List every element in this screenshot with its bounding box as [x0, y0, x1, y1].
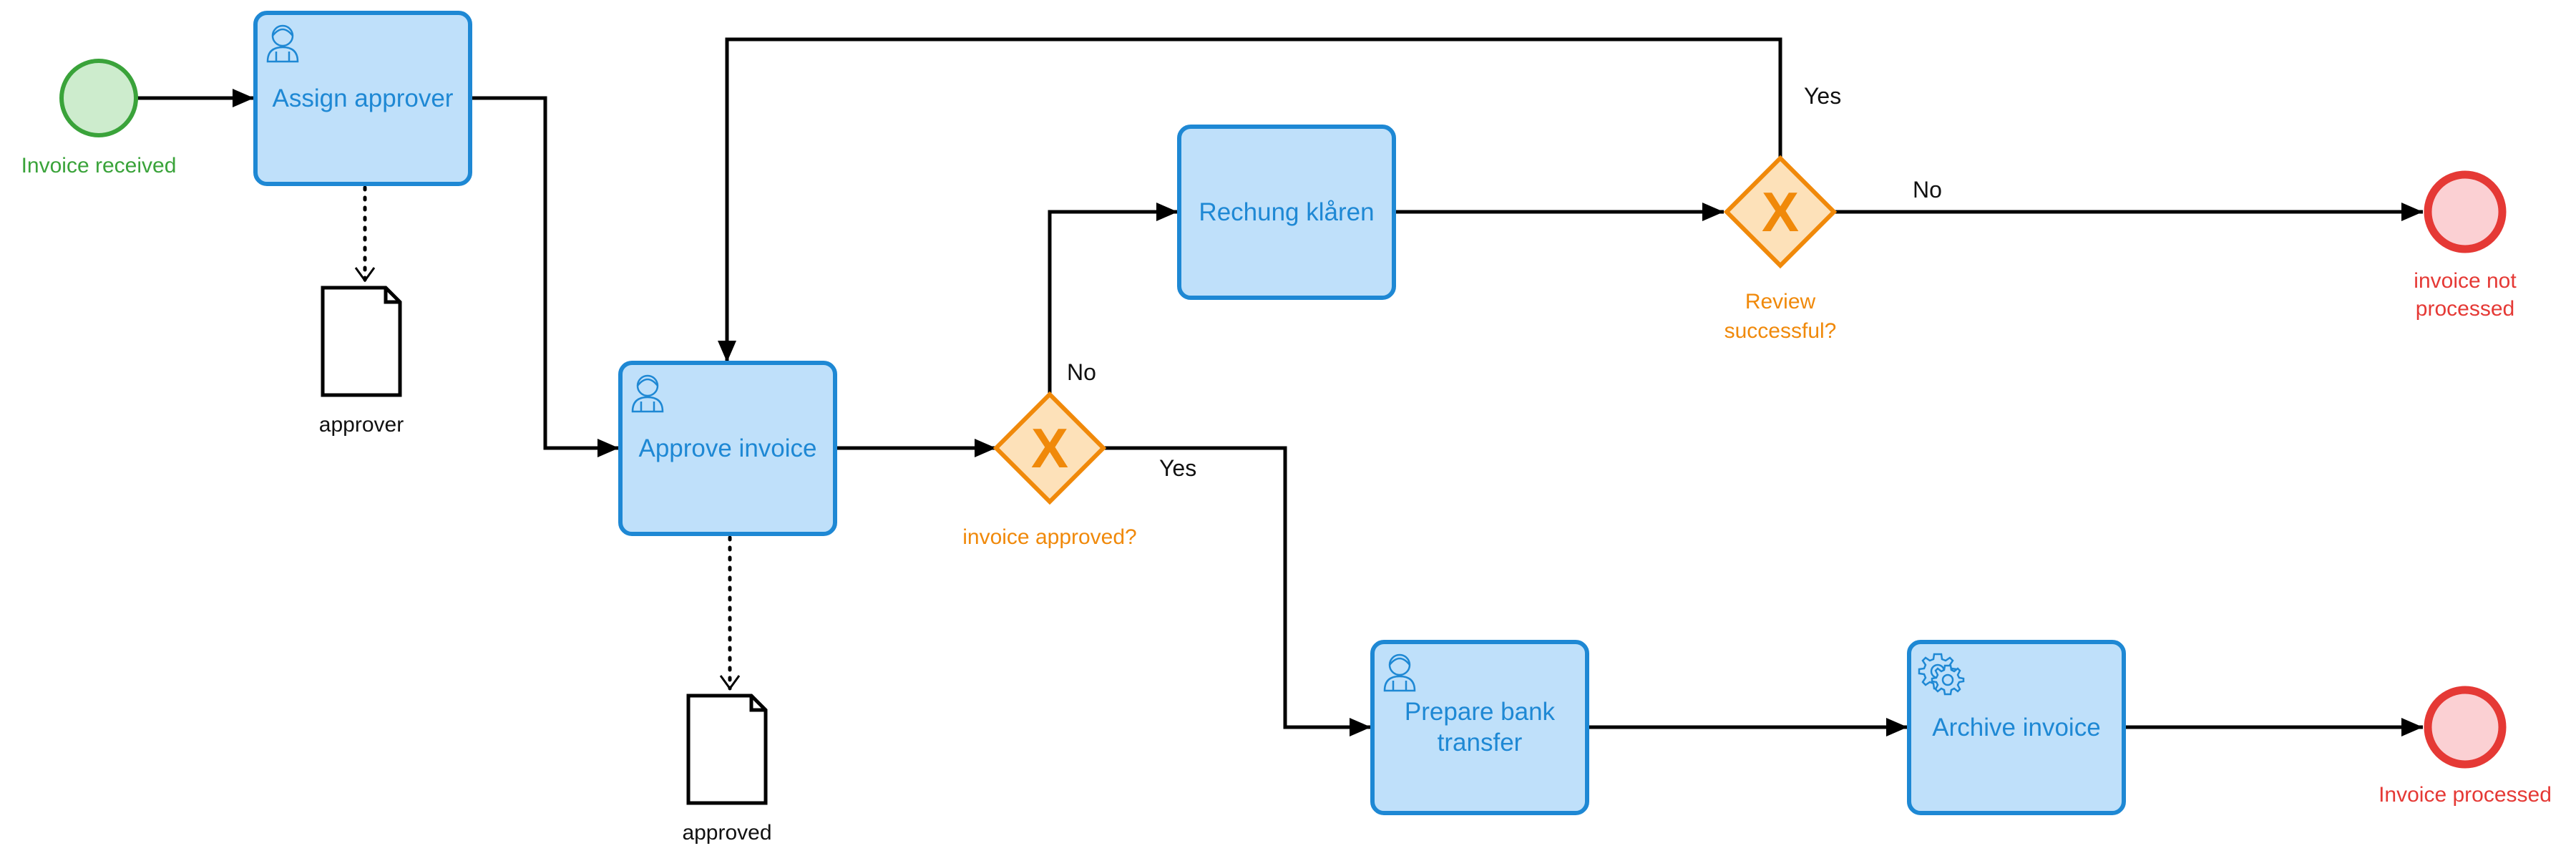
gateway-review-successful-label-line1: Review: [1745, 290, 1816, 313]
data-object-approver-label: approver: [319, 413, 404, 437]
task-rechung-klaren[interactable]: Rechung klåren: [1177, 125, 1396, 300]
end-event-not-processed-label-line2: processed: [2416, 297, 2514, 321]
task-approve-invoice[interactable]: Approve invoice: [618, 361, 837, 536]
data-object-approver[interactable]: [321, 286, 402, 397]
gateway-invoice-approved-label: invoice approved?: [962, 525, 1137, 549]
task-archive-invoice-label: Archive invoice: [1932, 714, 2100, 741]
task-prepare-bank-transfer-label-line1: Prepare bank: [1405, 698, 1556, 726]
task-archive-invoice[interactable]: Archive invoice: [1907, 640, 2126, 815]
end-event-processed[interactable]: [2424, 686, 2507, 769]
gateway-review-successful[interactable]: X: [1723, 155, 1838, 269]
gateway-review-successful-label-line2: successful?: [1724, 319, 1837, 343]
end-event-not-processed-label-line1: invoice not: [2414, 269, 2517, 293]
gateway-x-marker: X: [1031, 417, 1068, 480]
data-object-approved-label: approved: [682, 821, 771, 845]
flow-assign-to-approve[interactable]: [472, 96, 619, 457]
flow-label-no: No: [1913, 177, 1942, 203]
gateway-x-marker: X: [1762, 180, 1799, 243]
flow-label-no: No: [1067, 359, 1096, 385]
start-event[interactable]: [59, 59, 138, 137]
end-event-not-processed[interactable]: [2424, 170, 2507, 253]
task-rechung-klaren-label: Rechung klåren: [1199, 198, 1374, 226]
user-icon: [266, 24, 299, 63]
user-icon: [631, 374, 664, 413]
task-approve-invoice-label: Approve invoice: [638, 434, 816, 462]
flow-label-yes: Yes: [1804, 83, 1841, 109]
task-prepare-bank-transfer[interactable]: Prepare bank transfer: [1370, 640, 1589, 815]
task-assign-approver[interactable]: Assign approver: [253, 11, 472, 186]
start-event-label: Invoice received: [21, 154, 177, 177]
flow-gateway-no-to-rechung[interactable]: [1048, 203, 1178, 393]
task-assign-approver-label: Assign approver: [273, 84, 454, 112]
sequence-flows: [136, 37, 2423, 736]
gateway-invoice-approved[interactable]: X: [992, 391, 1107, 505]
end-event-processed-label: Invoice processed: [2379, 783, 2552, 807]
flow-label-yes: Yes: [1159, 455, 1196, 481]
task-prepare-bank-transfer-label-line2: transfer: [1438, 729, 1523, 757]
data-object-approved[interactable]: [686, 694, 768, 805]
gear-icon: [1918, 653, 1965, 696]
flow-review-yes-to-approve[interactable]: [718, 37, 1782, 362]
user-icon: [1383, 653, 1416, 692]
flow-gateway-yes-to-prepare[interactable]: [1104, 446, 1371, 736]
